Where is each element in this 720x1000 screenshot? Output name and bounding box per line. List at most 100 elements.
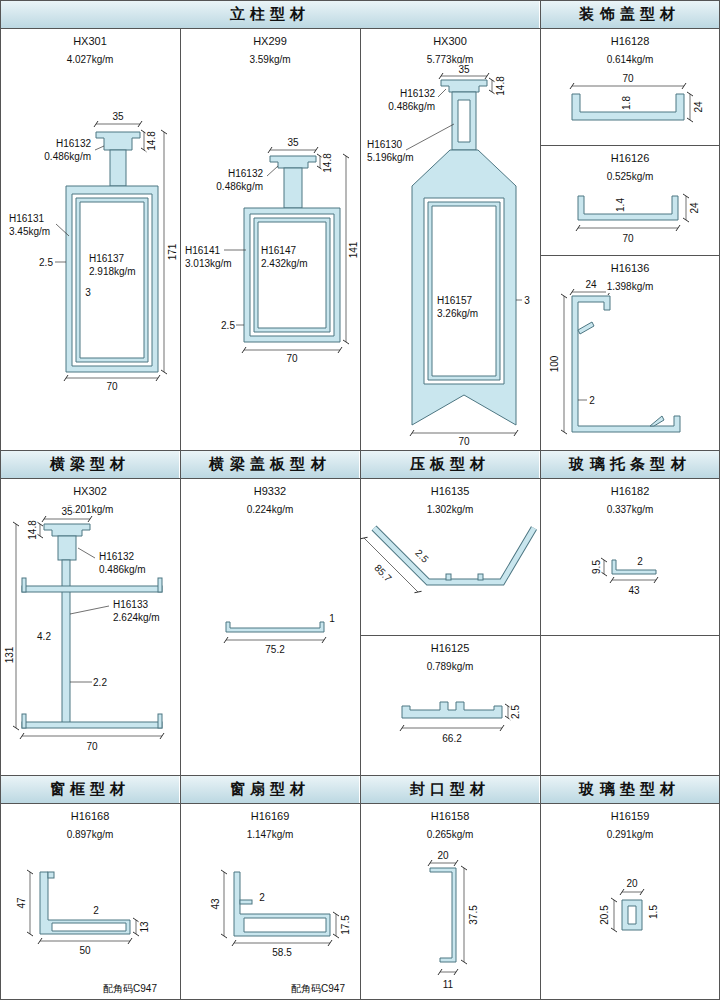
dimension-label: 70 xyxy=(621,73,634,84)
dimension-label: 70 xyxy=(85,741,98,752)
dimension-label: 35 xyxy=(60,506,73,517)
h16158-profile xyxy=(430,863,464,972)
dimension-label: 2.5 xyxy=(38,257,54,268)
dimension-label: 1.8 xyxy=(621,95,632,111)
dimension-label: 2.5 xyxy=(510,704,521,720)
dimension-label: 100 xyxy=(549,355,560,374)
dimension-label: 20 xyxy=(625,878,638,889)
dimension-label: 85.7 xyxy=(372,562,395,585)
profile-weight: 1.147kg/m xyxy=(246,828,295,841)
dimension-label: 14.8 xyxy=(495,75,506,96)
dimension-label: 13 xyxy=(139,920,150,933)
weight-label: 2.432kg/m xyxy=(260,258,309,269)
hx302-profile xyxy=(16,519,162,736)
profile-weight: 0.337kg/m xyxy=(606,503,655,516)
dimension-label: 35 xyxy=(457,64,470,75)
hx300-profile xyxy=(406,76,522,433)
part-code: H16132 xyxy=(55,138,92,149)
dimension-label: 35 xyxy=(286,137,299,148)
weight-label: 3.013kg/m xyxy=(184,258,233,269)
weight-label: 2.624kg/m xyxy=(112,612,161,623)
profile-code: HX299 xyxy=(252,34,288,48)
profile-weight: 3.59kg/m xyxy=(248,53,291,66)
dimension-label: 2 xyxy=(588,395,596,406)
h16136-profile xyxy=(564,292,680,432)
dimension-label: 35 xyxy=(111,111,124,122)
profile-panel: HX299 3.59kg/m xyxy=(180,28,360,450)
dimension-label: 3 xyxy=(84,287,92,298)
part-code: H16132 xyxy=(227,168,264,179)
part-code: H16157 xyxy=(436,295,473,306)
section-cell: 玻璃托条型材H161820.337kg/m xyxy=(540,450,720,775)
dimension-label: 9.5 xyxy=(591,559,602,575)
note-label: 配角码C947 xyxy=(102,983,158,994)
h16125-profile xyxy=(402,702,508,728)
dimension-label: 47 xyxy=(16,896,27,909)
profile-code: H16135 xyxy=(430,484,471,498)
profile-code: HX300 xyxy=(432,34,468,48)
weight-label: 3.45kg/m xyxy=(8,226,51,237)
profile-code: H16169 xyxy=(250,809,291,823)
dimension-label: 75.2 xyxy=(264,644,285,655)
dimension-label: 66.2 xyxy=(441,733,462,744)
section-header: 玻璃垫型材 xyxy=(541,776,719,803)
section-cell: 窗扇型材 H16169 1.147kg/m xyxy=(180,775,360,1000)
profile-panel: H161680.897kg/m xyxy=(0,803,180,1000)
profile-weight: 0.224kg/m xyxy=(246,503,295,516)
dimension-label: 14.8 xyxy=(146,130,157,151)
note-label: 配角码C947 xyxy=(290,983,346,994)
dimension-label: 24 xyxy=(689,201,700,214)
profile-weight: 0.614kg/m xyxy=(606,53,655,66)
part-code: H16137 xyxy=(88,253,125,264)
section-header: 横梁型材 xyxy=(1,451,179,478)
h16168-profile xyxy=(30,872,136,941)
profile-panel: H161361.398kg/m xyxy=(540,255,720,450)
section-header: 封口型材 xyxy=(361,776,539,803)
dimension-label: 20 xyxy=(436,850,449,861)
dimension-label: 1.5 xyxy=(648,904,659,920)
dimension-label: 43 xyxy=(210,897,221,910)
h9332-profile xyxy=(226,622,324,640)
dimension-label: 20.5 xyxy=(599,904,610,925)
dimension-label: 24 xyxy=(584,279,597,290)
dimension-label: 70 xyxy=(621,233,634,244)
dimension-label: 2.5 xyxy=(220,320,236,331)
dimension-label: 2.2 xyxy=(92,677,108,688)
profile-weight: 0.789kg/m xyxy=(426,660,475,673)
section-header: 窗扇型材 xyxy=(181,776,359,803)
profile-code: H16158 xyxy=(430,809,471,823)
section-header: 窗框型材 xyxy=(1,776,179,803)
h16126-profile xyxy=(578,196,686,228)
h16169-profile xyxy=(224,872,336,943)
section-header: 横梁盖板型材 xyxy=(181,451,359,478)
profile-code: HX302 xyxy=(72,484,108,498)
part-code: H16147 xyxy=(260,245,297,256)
profile-code: H16126 xyxy=(610,151,651,165)
h16182-profile xyxy=(604,560,656,580)
profile-weight: 0.525kg/m xyxy=(606,170,655,183)
section-cell: 压板型材H161351.302kg/mH161250.789kg/m xyxy=(360,450,540,775)
dimension-label: 14.8 xyxy=(27,519,38,540)
profile-code: H16159 xyxy=(610,809,651,823)
section-header: 玻璃托条型材 xyxy=(541,451,719,478)
dimension-label: 70 xyxy=(105,381,118,392)
section-cell: 装饰盖型材H161280.614kg/mH161260.525kg/mH1613… xyxy=(540,0,720,450)
dimension-label: 2 xyxy=(92,905,100,916)
section-cell: 封口型材H161580.265kg/m xyxy=(360,775,540,1000)
dimension-label: 2 xyxy=(258,892,266,903)
part-code: H16130 xyxy=(366,139,403,150)
dimension-label: 70 xyxy=(285,353,298,364)
section-cell: 窗框型材H161680.897kg/m xyxy=(0,775,180,1000)
dimension-label: 37.5 xyxy=(468,904,479,925)
weight-label: 3.26kg/m xyxy=(436,308,479,319)
dimension-label: 17.5 xyxy=(340,914,351,935)
weight-label: 0.486kg/m xyxy=(98,564,147,575)
profile-code: H16125 xyxy=(430,641,471,655)
profile-panel: H16169 1.147kg/m xyxy=(180,803,360,1000)
part-code: H16132 xyxy=(98,551,135,562)
dimension-label: 2.5 xyxy=(412,546,431,565)
profile-panel: HX3005.773kg/m xyxy=(360,28,540,450)
dimension-label: 43 xyxy=(627,585,640,596)
profile-panel: HX3014.027kg/m xyxy=(0,28,180,450)
